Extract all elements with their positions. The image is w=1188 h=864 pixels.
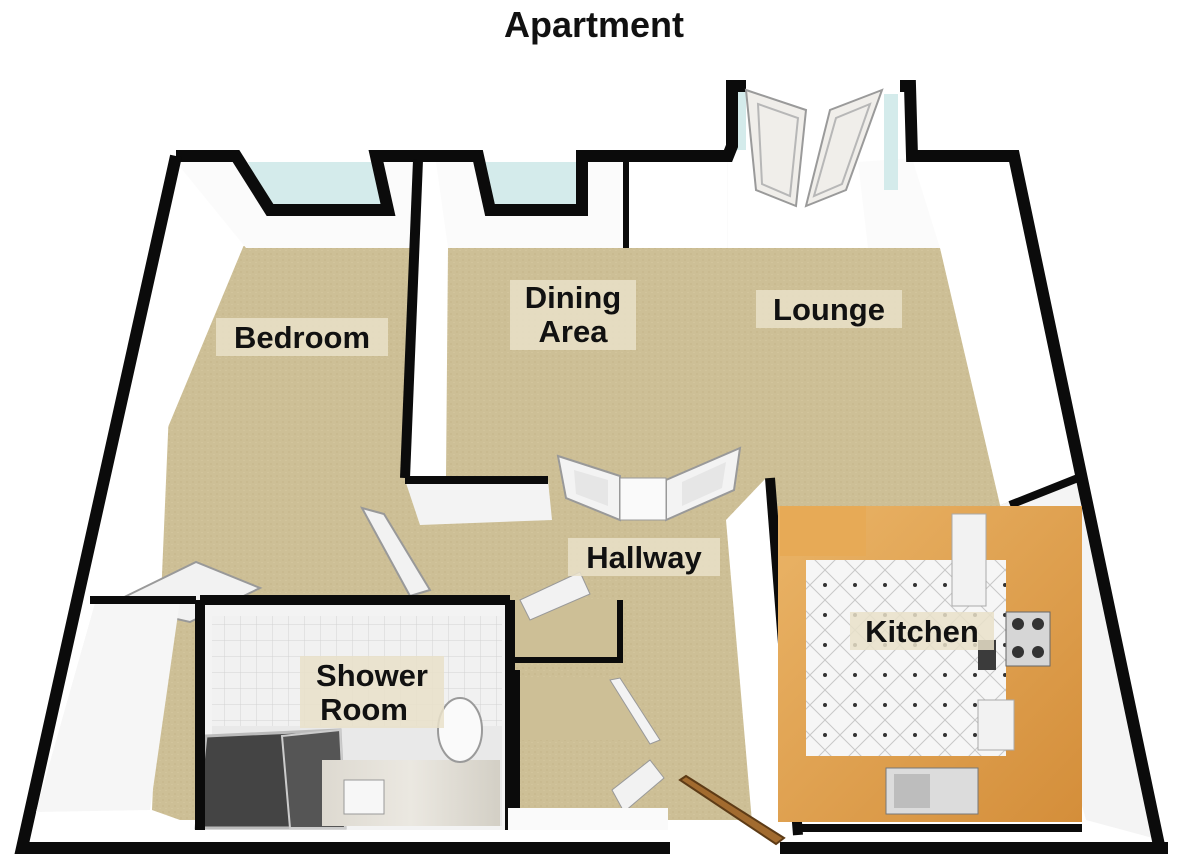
lounge-back-wall [858, 158, 940, 248]
entrance-door [678, 774, 786, 846]
toilet [437, 697, 483, 763]
label-lounge: Lounge [773, 292, 885, 327]
label-bedroom: Bedroom [234, 320, 370, 355]
bedroom-window [248, 162, 390, 210]
kitchen [778, 506, 1082, 822]
label-shower-line1: Shower [316, 658, 428, 693]
label-hallway: Hallway [586, 540, 702, 575]
lounge-glazed-doors [556, 446, 742, 522]
dining-window [478, 162, 582, 210]
left-wall-face [36, 162, 246, 812]
label-dining-line2: Area [539, 314, 609, 349]
label-dining-line1: Dining [525, 280, 621, 315]
plan-title: Apartment [503, 4, 685, 45]
pillar [627, 160, 727, 248]
label-kitchen: Kitchen [865, 614, 979, 649]
right-wall-face [912, 158, 1078, 505]
bedroom-door [359, 506, 432, 598]
room-labels: Bedroom Dining Area Lounge Hallway Kitch… [216, 280, 994, 728]
hallway-cupboards [508, 571, 668, 830]
french-doors [744, 88, 884, 208]
label-shower-line2: Room [320, 692, 408, 727]
lounge-side-window-right [884, 94, 898, 190]
left-store-room [36, 600, 180, 812]
hob [1005, 611, 1051, 667]
outer-walls [14, 80, 1168, 854]
basin [343, 779, 385, 815]
